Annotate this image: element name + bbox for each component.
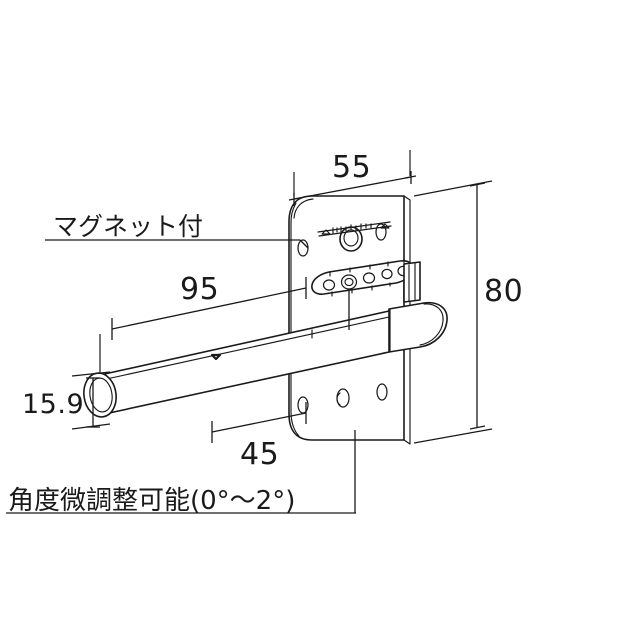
dimension-label-15-9: 15.9 bbox=[22, 389, 85, 420]
dimension-15-9 bbox=[71, 371, 111, 430]
dimension-label-55: 55 bbox=[332, 150, 372, 185]
tube-arm bbox=[83, 310, 390, 418]
dimension-95 bbox=[99, 277, 307, 374]
dimension-label-80: 80 bbox=[484, 274, 524, 309]
dimension-label-45: 45 bbox=[240, 437, 280, 472]
dimension-55 bbox=[288, 150, 417, 206]
annotation-magnet-note: マグネット付 bbox=[53, 212, 204, 241]
magnet-note-leader bbox=[45, 239, 309, 249]
plate-engraved-marking bbox=[317, 221, 392, 237]
roller-boss bbox=[388, 301, 448, 353]
angle-note-leader bbox=[6, 430, 356, 514]
dimension-45 bbox=[211, 402, 307, 443]
plate-mounting-holes bbox=[297, 223, 388, 414]
dimension-label-95: 95 bbox=[180, 272, 220, 307]
mounting-plate bbox=[288, 195, 411, 445]
dimension-80 bbox=[413, 180, 493, 444]
annotation-angle-note: 角度微調整可能(0°〜2°) bbox=[8, 486, 296, 516]
hinge-bracket-block bbox=[403, 261, 421, 303]
